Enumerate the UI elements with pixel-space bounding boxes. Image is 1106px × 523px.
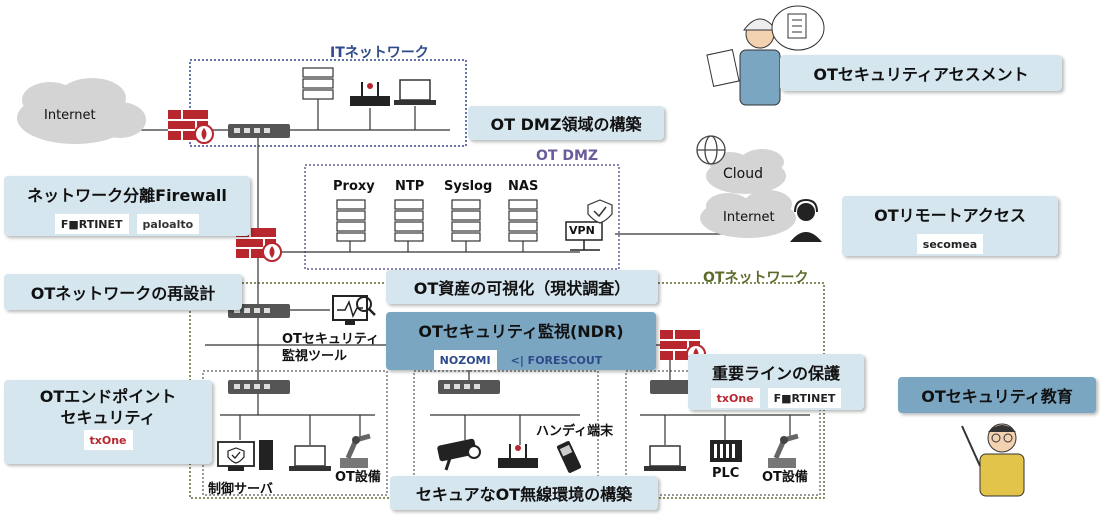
ot-equipment-label-2: OT設備 [762, 470, 808, 485]
firewall-icon-it [168, 110, 214, 144]
service-dmz-build: OT DMZ領域の構築 [468, 106, 664, 140]
ndr-logos: NOZOMI <| FORESCOUT [430, 350, 613, 370]
forescout-logo: <| FORESCOUT [504, 350, 609, 370]
firewall-icon-dmz [236, 228, 282, 262]
service-ndr-title: OTセキュリティ監視(NDR) [418, 322, 624, 341]
engineer-clipboard-icon [706, 5, 825, 106]
endpoint-logos: txOne [80, 430, 137, 450]
it-zone-border [189, 59, 467, 147]
vpn-label: VPN [569, 224, 595, 237]
nas-label: NAS [508, 179, 539, 194]
robot-arm-icon-2 [768, 433, 799, 468]
vpn-icon [565, 199, 613, 251]
ntp-label: NTP [395, 179, 425, 194]
dmz-zone-border [304, 164, 620, 270]
service-remote-access-title: OTリモートアクセス [874, 206, 1026, 225]
txone-logo-2: txOne [710, 388, 760, 408]
syslog-label: Syslog [444, 179, 493, 194]
control-server-icon [217, 440, 273, 471]
camera-icon [437, 438, 481, 471]
monitor-tool-icon [332, 295, 376, 325]
service-endpoint: OTエンドポイント セキュリティ txOne [4, 380, 212, 464]
service-education: OTセキュリティ教育 [898, 377, 1096, 413]
nozomi-logo: NOZOMI [433, 350, 497, 370]
plc-label: PLC [712, 466, 740, 481]
internet-right-label: Internet [723, 210, 775, 225]
laptop-icon-cell3 [644, 445, 686, 471]
laptop-icon-it [394, 79, 436, 105]
service-wireless: セキュアなOT無線環境の構築 [390, 476, 658, 510]
it-server-icon [302, 67, 334, 100]
handy-terminal-icon [556, 441, 582, 473]
service-visualize: OT資産の可視化（現状調査） [386, 270, 658, 304]
globe-icon [696, 135, 726, 165]
ot-zone-label: OTネットワーク [703, 270, 809, 286]
ot-equipment-label-1: OT設備 [335, 470, 381, 485]
proxy-label: Proxy [333, 179, 375, 194]
router-icon-it [350, 82, 390, 106]
firewall-logos: F■RTINET paloalto [51, 214, 203, 234]
internet-cloud-left-icon [17, 78, 146, 144]
ot-tool-label: OTセキュリティ 監視ツール [282, 332, 380, 364]
service-assessment: OTセキュリティアセスメント [780, 55, 1062, 91]
paloalto-logo: paloalto [136, 214, 200, 234]
it-zone-label: ITネットワーク [330, 45, 429, 61]
service-endpoint-title: OTエンドポイント セキュリティ [39, 387, 177, 427]
teacher-pointer-icon [961, 423, 1025, 497]
service-line-protect: 重要ラインの保護 txOne F■RTINET [688, 354, 864, 410]
remote-access-logos: secomea [913, 234, 987, 254]
fortinet-logo-2: F■RTINET [767, 388, 842, 408]
operator-icon [790, 198, 822, 242]
handy-terminal-label: ハンディ端末 [536, 424, 614, 439]
service-ndr: OTセキュリティ監視(NDR) NOZOMI <| FORESCOUT [386, 312, 656, 370]
txone-logo-1: txOne [83, 430, 133, 450]
robot-arm-icon-1 [340, 433, 371, 468]
service-redesign: OTネットワークの再設計 [4, 274, 242, 310]
service-firewall: ネットワーク分離Firewall F■RTINET paloalto [4, 176, 250, 236]
cloud-icon [706, 149, 786, 194]
internet-cloud-right-icon [700, 190, 796, 238]
service-firewall-title: ネットワーク分離Firewall [27, 186, 227, 205]
fortinet-logo: F■RTINET [54, 214, 129, 234]
cloud-label: Cloud [723, 166, 763, 182]
control-server-label: 制御サーバ [208, 482, 273, 497]
secomea-logo: secomea [916, 234, 984, 254]
dmz-zone-label: OT DMZ [536, 148, 599, 164]
line-protect-logos: txOne F■RTINET [707, 388, 846, 408]
service-line-protect-title: 重要ラインの保護 [711, 364, 840, 383]
service-remote-access: OTリモートアクセス secomea [842, 196, 1058, 256]
internet-left-label: Internet [44, 108, 96, 123]
dmz-server-icons [336, 199, 538, 242]
laptop-icon-cell1 [289, 445, 331, 471]
router-icon-ot [498, 444, 538, 468]
plc-icon [710, 440, 742, 462]
